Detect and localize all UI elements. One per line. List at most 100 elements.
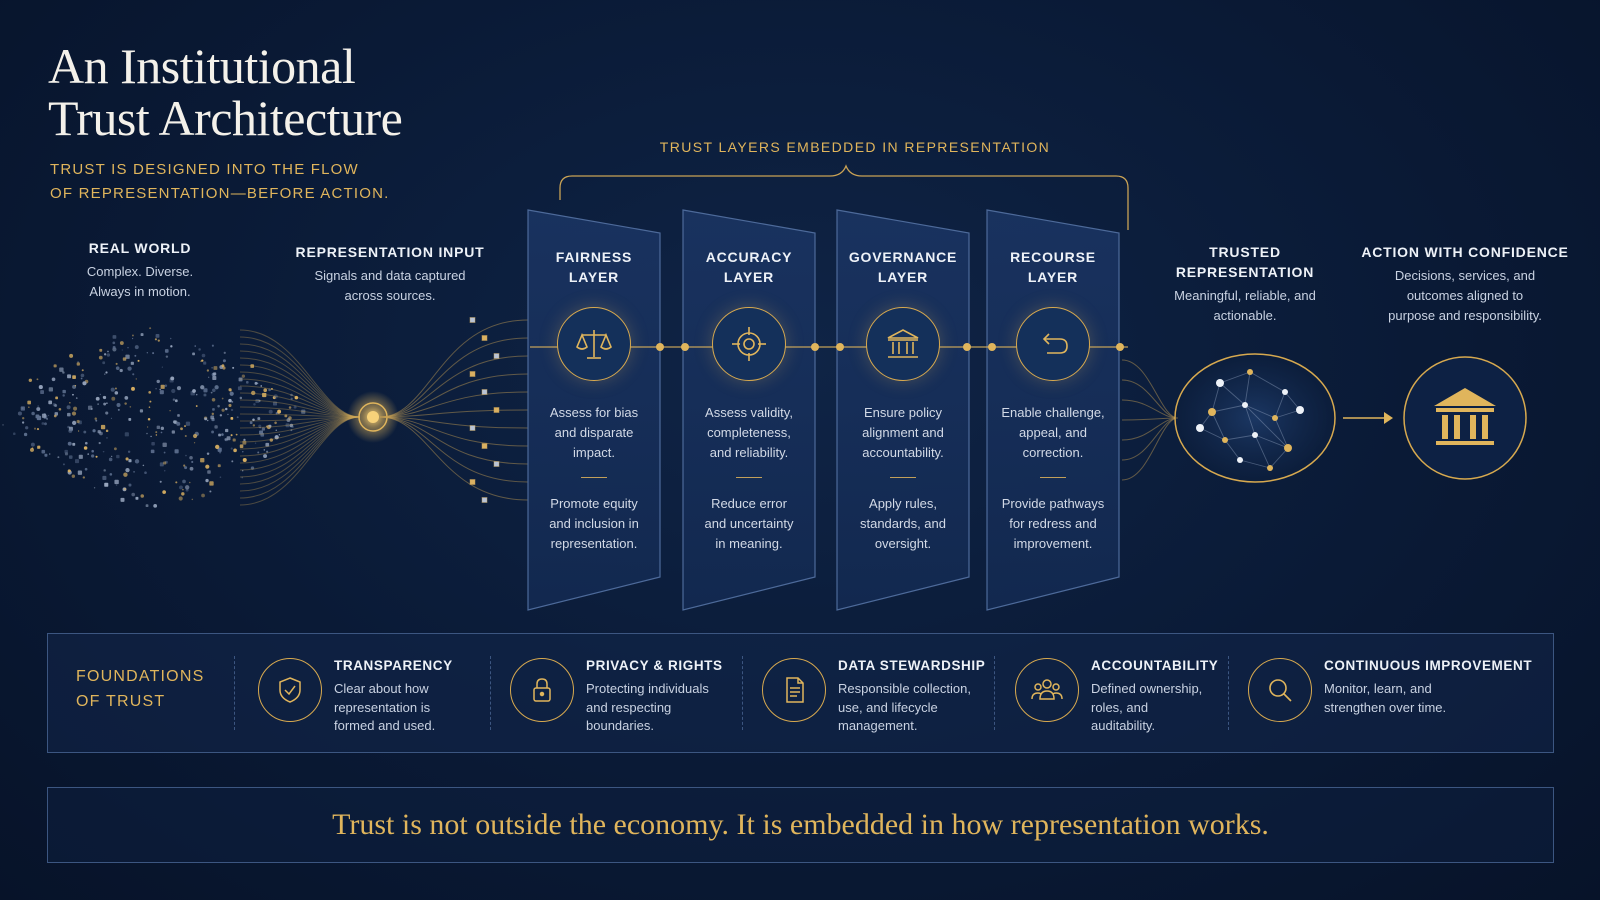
signal-node — [481, 443, 488, 449]
network-node — [1222, 437, 1228, 443]
title-line-1: An Institutional — [48, 38, 356, 94]
network-node — [1284, 444, 1292, 452]
stage-trusted-representation: TRUSTED REPRESENTATION Meaningful, relia… — [1150, 242, 1340, 326]
foundation-title: PRIVACY & RIGHTS — [586, 658, 723, 673]
trusted-title-1: TRUSTED — [1209, 244, 1281, 260]
layer-panel — [836, 209, 970, 611]
signal-node — [481, 389, 488, 395]
layer-desc-line: and reliability. — [709, 445, 789, 460]
network-node — [1282, 389, 1288, 395]
layer-title: GOVERNANCE LAYER — [839, 247, 967, 287]
layer-title: ACCURACY LAYER — [685, 247, 813, 287]
signal-node — [469, 317, 476, 323]
trust-layers-label: TRUST LAYERS EMBEDDED IN REPRESENTATION — [659, 139, 1051, 155]
network-graph — [1196, 369, 1304, 471]
foundation-desc-line: Responsible collection, — [838, 681, 971, 696]
foundations-heading-2: OF TRUST — [76, 693, 166, 710]
foundations-heading: FOUNDATIONS OF TRUST — [76, 664, 204, 714]
connector-dot — [836, 343, 844, 351]
layer-desc-line: alignment and — [862, 425, 944, 440]
layer-card: RECOURSE LAYER Enable challenge,appeal, … — [989, 247, 1117, 554]
foundation-desc-line: Protecting individuals — [586, 681, 709, 696]
network-ellipse — [1174, 353, 1336, 483]
signal-node — [469, 371, 476, 377]
foundation-title: TRANSPARENCY — [334, 658, 453, 673]
layer-desc-line: completeness, — [707, 425, 791, 440]
layer-desc-line: representation. — [550, 536, 638, 551]
layer-desc-line: Ensure policy — [863, 405, 943, 420]
stage-real-world: REAL WORLD Complex. Diverse. Always in m… — [70, 238, 210, 302]
foundation-desc-line: use, and lifecycle — [838, 699, 938, 715]
layer-description-1: Assess for bias and disparate impact. — [530, 403, 658, 463]
layer-divider — [890, 477, 916, 478]
layer-title-line-1: ACCURACY — [705, 249, 793, 265]
people-group-icon — [1015, 658, 1079, 722]
action-circle — [1403, 356, 1527, 480]
layers-bracket — [559, 164, 1129, 230]
foundation-title: CONTINUOUS IMPROVEMENT — [1324, 658, 1533, 673]
page-subtitle: TRUST IS DESIGNED INTO THE FLOW OF REPRE… — [50, 158, 430, 206]
layer-title-line-2: LAYER — [1027, 269, 1079, 285]
signal-node — [493, 407, 500, 413]
foundation-divider — [742, 656, 743, 730]
layer-desc-line: Assess for bias — [549, 405, 639, 420]
foundation-divider — [490, 656, 491, 730]
action-title: ACTION WITH CONFIDENCE — [1361, 244, 1569, 260]
foundation-desc-line: auditability. — [1091, 718, 1156, 733]
foundation-desc-line: management. — [838, 718, 918, 733]
layer-desc-line: Enable challenge, — [1001, 405, 1105, 420]
layer-desc-line: standards, and — [859, 516, 946, 531]
input-desc-1: Signals and data captured — [314, 268, 466, 283]
trusted-title-2: REPRESENTATION — [1175, 264, 1315, 280]
network-node — [1208, 408, 1216, 416]
foundation-desc-line: representation is — [334, 699, 431, 715]
network-inflow-lines — [1121, 359, 1179, 481]
closing-statement-box: Trust is not outside the economy. It is … — [47, 787, 1554, 863]
connector-dot — [988, 343, 996, 351]
network-node — [1296, 406, 1304, 414]
trusted-desc-2: actionable. — [1213, 308, 1277, 323]
institution-icon — [866, 307, 940, 381]
network-node — [1247, 369, 1253, 375]
document-icon — [762, 658, 826, 722]
layer-panel — [527, 209, 661, 611]
signal-node — [493, 353, 500, 359]
network-node — [1272, 415, 1278, 421]
particle-cloud — [2, 327, 306, 508]
layer-title-line-1: FAIRNESS — [555, 249, 633, 265]
layer-card: ACCURACY LAYER Assess validity,completen… — [685, 247, 813, 554]
magnifier-icon — [1248, 658, 1312, 722]
layer-desc-line: and uncertainty — [704, 516, 794, 531]
real-world-desc-2: Always in motion. — [89, 284, 191, 299]
foundation-title: ACCOUNTABILITY — [1091, 658, 1219, 673]
subtitle-line-2: OF REPRESENTATION—BEFORE ACTION. — [50, 185, 390, 202]
subtitle-line-1: TRUST IS DESIGNED INTO THE FLOW — [50, 161, 359, 178]
layer-divider — [1040, 477, 1066, 478]
input-desc-2: across sources. — [344, 288, 436, 303]
arrow-head-icon — [1384, 412, 1393, 424]
trusted-desc-1: Meaningful, reliable, and — [1174, 288, 1316, 303]
layer-desc-line: and disparate — [554, 425, 634, 440]
layer-desc-line: impact. — [573, 445, 615, 460]
layer-desc-line: Reduce error — [711, 496, 787, 511]
layer-title-line-2: LAYER — [568, 269, 620, 285]
network-node — [1196, 424, 1204, 432]
network-node — [1267, 465, 1273, 471]
foundation-divider — [234, 656, 235, 730]
layer-desc-line: and inclusion in — [549, 516, 639, 531]
signal-node — [481, 335, 488, 341]
layer-divider — [736, 477, 762, 478]
signal-node — [493, 461, 500, 467]
layer-title-line-2: LAYER — [723, 269, 775, 285]
action-desc-1: Decisions, services, and — [1394, 268, 1536, 283]
network-node — [1237, 457, 1243, 463]
layer-title-line-1: GOVERNANCE — [848, 249, 958, 265]
focal-point-ring — [358, 402, 388, 432]
stage-representation-input: REPRESENTATION INPUT Signals and data ca… — [290, 242, 490, 306]
layer-desc-line: for redress and — [1009, 516, 1097, 531]
